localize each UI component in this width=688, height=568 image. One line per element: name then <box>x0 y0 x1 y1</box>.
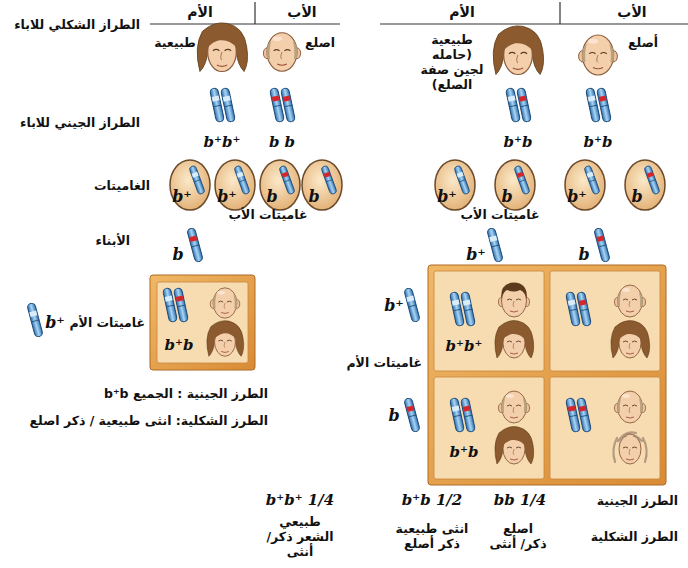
genotype-label: b⁺b <box>165 336 194 354</box>
genotype-label: b⁺b⁺ 1/4 <box>266 491 334 509</box>
genotype-label: b⁺b 1/2 <box>402 491 462 509</box>
genotype-label: b b <box>269 133 295 151</box>
text-label: طبيعية <box>154 35 196 50</box>
punnett-cell: b⁺b <box>434 377 544 479</box>
punnett-cell: b⁺b <box>157 282 248 363</box>
text-label: الطرز الجينية : الجميع b⁺b <box>104 386 268 401</box>
allele-label: b⁺ <box>172 187 192 206</box>
offspring <box>163 283 650 465</box>
text-label: الأب <box>287 4 316 20</box>
allele-label: b <box>388 406 399 425</box>
text-label: الطرز الشكلية <box>591 529 678 544</box>
allele-label: b <box>501 187 512 206</box>
text-label: الأم <box>449 4 474 20</box>
text-label: الأم <box>187 4 212 20</box>
text-label: اصلع <box>305 35 335 50</box>
text-label: طبيعية (حامله لجين صفة الصلع) <box>415 32 489 92</box>
genotype-label: b⁺b <box>450 443 479 461</box>
text-label: الطرز الجينية <box>597 493 678 508</box>
text-label: اصلع ذكر/ أنثى <box>488 521 548 551</box>
gametes <box>170 160 665 210</box>
punnett-cell: b⁺b⁺ <box>434 271 544 371</box>
text-label: الأبناء <box>96 233 130 248</box>
text-label: غاميتات الأم <box>346 355 422 370</box>
parent-chromosomes <box>210 88 612 123</box>
text-label: غاميتات الأب <box>229 207 308 222</box>
allele-label: b⁺ <box>437 187 457 206</box>
allele-label: b⁺ <box>466 245 486 264</box>
text-label: طبيعي الشعر ذكر/ أنثى <box>259 514 341 559</box>
text-label: الطراز الجيني للاباء <box>20 115 140 130</box>
genotype-label: b⁺b <box>504 133 533 151</box>
gamete-headers <box>27 228 611 433</box>
text-label: غاميتات الأم <box>69 315 145 330</box>
genotype-label: b⁺b <box>584 133 613 151</box>
text-label: انثى طبيعية ذكر أصلع <box>392 521 472 551</box>
allele-label: b⁺ <box>384 296 404 315</box>
allele-label: b <box>172 245 183 264</box>
allele-label: b⁺ <box>45 313 65 332</box>
allele-label: b <box>308 187 319 206</box>
text-label: الطراز الشكلي للاباء <box>14 17 140 32</box>
allele-label: b <box>631 187 642 206</box>
genotype-label: bb 1/4 <box>494 491 547 509</box>
text-label: الأب <box>617 4 646 20</box>
text-label: غاميتات الأب <box>461 207 540 222</box>
text-label: أصلع <box>628 35 658 50</box>
allele-label: b⁺ <box>217 187 237 206</box>
punnett-board <box>150 265 666 485</box>
allele-label: b <box>266 187 277 206</box>
allele-label: b⁺ <box>567 187 587 206</box>
genotype-label: b⁺b⁺ <box>204 133 241 151</box>
text-label: الغاميتات <box>94 178 150 193</box>
allele-label: b <box>578 245 589 264</box>
header-rules <box>150 2 688 24</box>
genotype-label: b⁺b⁺ <box>446 337 483 355</box>
parent-faces <box>197 23 617 75</box>
text-label: الطرز الشكلية: انثى طبيعية / ذكر اصلع <box>30 413 268 428</box>
